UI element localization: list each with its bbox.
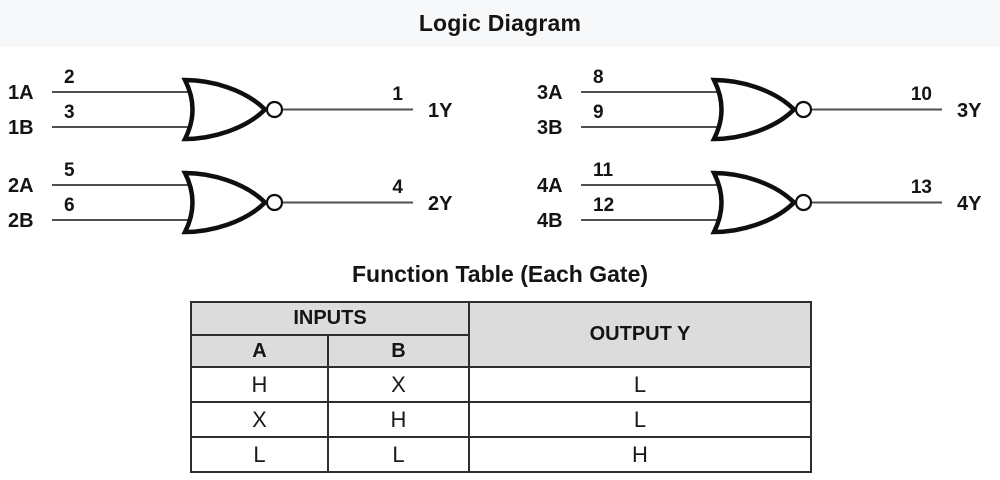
input-b-pin: 6 xyxy=(64,195,75,216)
cell-b: L xyxy=(327,436,470,473)
function-table-title: Function Table (Each Gate) xyxy=(351,261,649,287)
input-b-label: 3B xyxy=(537,117,563,139)
cell-y: L xyxy=(468,401,812,438)
cell-y: L xyxy=(468,366,812,403)
inverter-bubble xyxy=(265,193,284,212)
nor-gate-symbol xyxy=(185,80,265,139)
col-b-header: B xyxy=(327,334,470,368)
inverter-bubble xyxy=(265,100,284,119)
table-row: H X L xyxy=(190,366,812,403)
table-row: X H L xyxy=(190,401,812,438)
input-a-label: 3A xyxy=(537,82,563,104)
nor-gate-symbol xyxy=(714,173,794,232)
col-a-header: A xyxy=(190,334,329,368)
output-label: 1Y xyxy=(428,100,453,122)
input-a-label: 2A xyxy=(8,175,34,197)
input-b-label: 1B xyxy=(8,117,34,139)
output-label: 3Y xyxy=(957,100,982,122)
nor-gate-symbol xyxy=(714,80,794,139)
nor-gate-3: 3A 8 3B 9 10 3Y xyxy=(537,67,982,139)
logic-diagram-title: Logic Diagram xyxy=(418,10,582,36)
output-label: 4Y xyxy=(957,193,982,215)
input-b-pin: 12 xyxy=(593,195,614,216)
title-strip: Logic Diagram xyxy=(0,0,1000,47)
inputs-header: INPUTS xyxy=(190,301,470,336)
output-pin: 13 xyxy=(911,177,932,198)
function-table: INPUTS OUTPUT Y A B H X L X H L L L H xyxy=(190,301,812,473)
input-a-pin: 5 xyxy=(64,160,75,181)
logic-diagram-canvas: 1A 2 1B 3 1 1Y 2A 5 2B 6 4 2Y xyxy=(8,67,982,255)
cell-a: L xyxy=(190,436,329,473)
cell-a: X xyxy=(190,401,329,438)
inverter-bubble xyxy=(794,193,813,212)
cell-b: H xyxy=(327,401,470,438)
input-b-pin: 9 xyxy=(593,102,604,123)
output-pin: 1 xyxy=(392,84,403,105)
input-b-pin: 3 xyxy=(64,102,75,123)
input-a-label: 1A xyxy=(8,82,34,104)
nor-gate-2: 2A 5 2B 6 4 2Y xyxy=(8,160,453,232)
cell-b: X xyxy=(327,366,470,403)
nor-gate-4: 4A 11 4B 12 13 4Y xyxy=(537,160,982,232)
input-a-label: 4A xyxy=(537,175,563,197)
cell-y: H xyxy=(468,436,812,473)
output-header: OUTPUT Y xyxy=(468,301,812,368)
input-a-pin: 2 xyxy=(64,67,75,88)
table-row: L L H xyxy=(190,436,812,473)
inverter-bubble xyxy=(794,100,813,119)
output-label: 2Y xyxy=(428,193,453,215)
nor-gate-symbol xyxy=(185,173,265,232)
input-b-label: 2B xyxy=(8,210,34,232)
output-pin: 10 xyxy=(911,84,932,105)
input-a-pin: 8 xyxy=(593,67,604,88)
cell-a: H xyxy=(190,366,329,403)
input-a-pin: 11 xyxy=(593,160,614,181)
input-b-label: 4B xyxy=(537,210,563,232)
output-pin: 4 xyxy=(392,177,403,198)
nor-gate-1: 1A 2 1B 3 1 1Y xyxy=(8,67,453,139)
